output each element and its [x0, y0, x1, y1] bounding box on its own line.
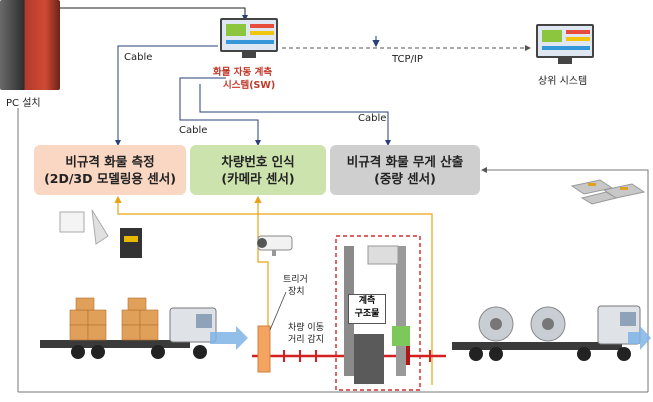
- box-modeling-line1: 비규격 화물 측정: [65, 154, 155, 169]
- trigger-label-line2: 장치: [288, 287, 305, 297]
- box-camera-line2: (카메라 센서): [221, 171, 295, 186]
- box-modeling-line2: (2D/3D 모델링용 센서): [44, 171, 176, 186]
- box-camera-line1: 차량번호 인식: [221, 154, 295, 169]
- camera-sensor: [257, 235, 293, 256]
- right-gray-line: [481, 167, 649, 392]
- blue-arrow-right: [628, 326, 651, 350]
- cable-line-3: [199, 84, 391, 146]
- cable-line-2: [179, 77, 261, 146]
- box-weight-line2: (중량 센서): [374, 171, 436, 186]
- box-modeling-sensor: 비규격 화물 측정 (2D/3D 모델링용 센서): [34, 145, 186, 195]
- truck-left: [40, 297, 217, 359]
- distance-label-line2: 거리 감지: [288, 335, 324, 345]
- cable-line-1: [115, 45, 218, 146]
- structure-label-line1: 계측: [358, 296, 376, 306]
- box-camera-sensor: 차량번호 인식 (카메라 센서): [190, 145, 326, 195]
- gate-top-sensor: [367, 245, 399, 265]
- sw-monitor-icon: [220, 18, 278, 58]
- sw-label-line1: 화물 자동 계측: [213, 67, 273, 78]
- truck-right: [452, 305, 641, 361]
- upper-system-label: 상위 시스템: [538, 76, 588, 87]
- structure-dashed-frame: [335, 235, 421, 391]
- trigger-label-line1: 트리거: [283, 275, 308, 285]
- distance-label-line1: 차량 이동: [288, 323, 324, 333]
- pc-to-sw-line: [42, 7, 248, 21]
- trigger-pointer: [269, 291, 287, 331]
- cable-label-2: Cable: [179, 125, 208, 136]
- structure-label-box: 계측 구조물: [348, 294, 386, 324]
- sw-label-line2: 시스템(SW): [223, 80, 276, 91]
- green-sensor: [392, 326, 410, 346]
- cable-label-3: Cable: [358, 113, 387, 124]
- trigger-device: [257, 325, 271, 373]
- cable-label-1: Cable: [124, 52, 153, 63]
- orange-flow-2: [254, 195, 269, 330]
- box-weight-sensor: 비규격 화물 무게 산출 (중량 센서): [330, 145, 480, 195]
- orange-flow-1: [114, 195, 433, 385]
- tcpip-label: TCP/IP: [392, 54, 423, 65]
- upper-system-monitor-icon: [536, 24, 594, 64]
- blue-arrow-left: [210, 326, 248, 350]
- modeling-sensors: [59, 209, 142, 258]
- weight-pads: [570, 179, 646, 205]
- structure-label-line2: 구조물: [354, 309, 380, 319]
- gate-pole-right: [396, 246, 406, 376]
- pc-label: PC 설치: [6, 98, 41, 109]
- pc-image: [0, 0, 60, 90]
- gate-base: [354, 334, 384, 384]
- box-weight-line1: 비규격 화물 무게 산출: [346, 154, 464, 169]
